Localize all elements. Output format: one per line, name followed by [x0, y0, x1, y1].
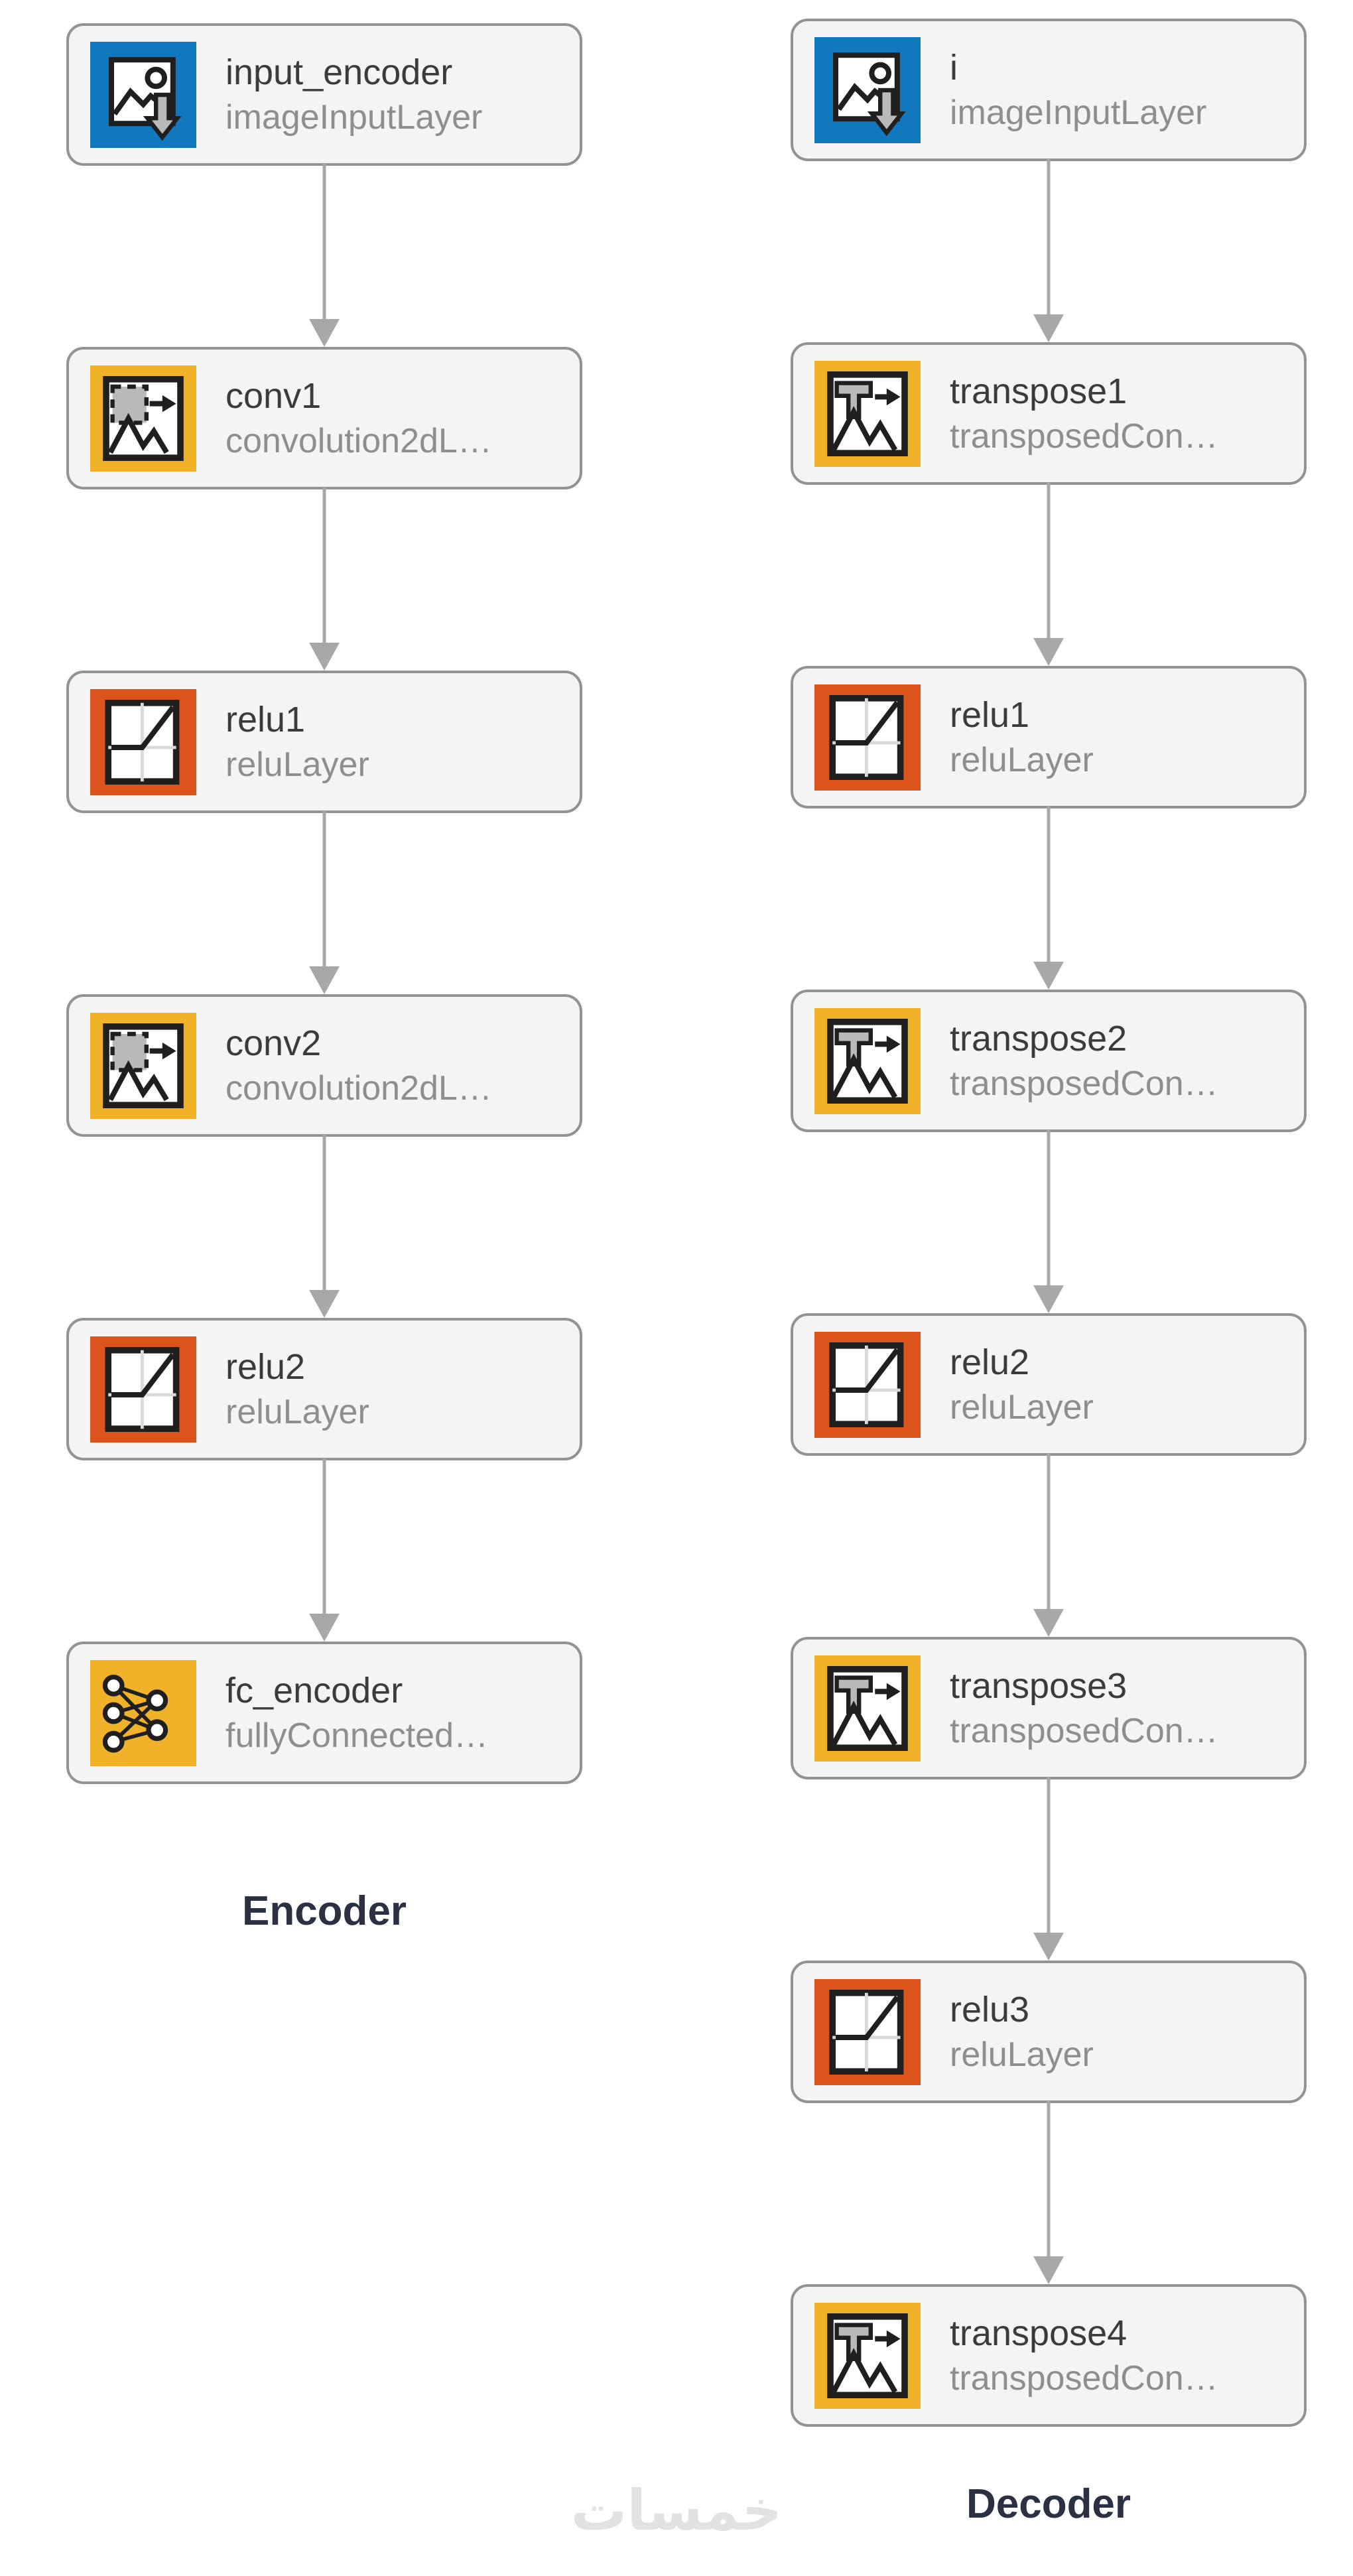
relu-icon — [90, 688, 196, 796]
layer-texts: transpose2 transposedCon… — [950, 1015, 1232, 1107]
connector-arrow — [309, 811, 340, 994]
layer-node-encoder-conv2[interactable]: conv2 convolution2dL… — [66, 994, 582, 1137]
layer-type: reluLayer — [226, 1392, 369, 1431]
transposed-convolution-icon — [814, 1007, 921, 1115]
layer-type: fullyConnected… — [226, 1716, 488, 1755]
layer-type: transposedCon… — [950, 1711, 1218, 1750]
layer-texts: transpose3 transposedCon… — [950, 1663, 1232, 1754]
image-input-icon — [814, 36, 921, 144]
layer-texts: transpose1 transposedCon… — [950, 368, 1232, 460]
layer-node-encoder-relu2[interactable]: relu2 reluLayer — [66, 1318, 582, 1460]
connector-arrow — [309, 164, 340, 347]
layer-name: input_encoder — [226, 52, 453, 92]
layer-node-decoder-relu1[interactable]: relu1 reluLayer — [791, 666, 1307, 808]
encoder-label: Encoder — [241, 1888, 407, 1934]
layer-type: convolution2dL… — [226, 421, 492, 460]
decoder-label: Decoder — [966, 2481, 1131, 2527]
layer-node-encoder-conv1[interactable]: conv1 convolution2dL… — [66, 347, 582, 489]
connector-arrow — [1033, 159, 1064, 342]
layer-name: transpose1 — [950, 371, 1128, 411]
connector-arrow — [1033, 1130, 1064, 1313]
layer-name: relu2 — [226, 1346, 306, 1387]
layer-node-decoder-transpose3[interactable]: transpose3 transposedCon… — [791, 1637, 1307, 1779]
image-input-icon — [90, 41, 196, 149]
layer-texts: transpose4 transposedCon… — [950, 2310, 1232, 2402]
layer-node-decoder-transpose4[interactable]: transpose4 transposedCon… — [791, 2284, 1307, 2427]
layer-texts: i imageInputLayer — [950, 44, 1220, 136]
layer-name: conv2 — [226, 1023, 322, 1063]
connector-arrow — [309, 1458, 340, 1642]
layer-texts: fc_encoder fullyConnected… — [226, 1667, 501, 1759]
layer-type: reluLayer — [950, 740, 1094, 779]
layer-texts: relu2 reluLayer — [226, 1344, 383, 1435]
transposed-convolution-icon — [814, 2302, 921, 2410]
connector-arrow — [1033, 806, 1064, 990]
layer-node-encoder-input_encoder[interactable]: input_encoder imageInputLayer — [66, 23, 582, 166]
layer-type: reluLayer — [226, 745, 369, 784]
layer-type: transposedCon… — [950, 1064, 1218, 1103]
layer-node-encoder-relu1[interactable]: relu1 reluLayer — [66, 671, 582, 813]
convolution2d-icon — [90, 1012, 196, 1120]
layer-node-decoder-transpose1[interactable]: transpose1 transposedCon… — [791, 342, 1307, 485]
layer-name: transpose4 — [950, 2313, 1128, 2353]
layer-texts: conv2 convolution2dL… — [226, 1020, 505, 1112]
fully-connected-icon — [90, 1659, 196, 1767]
layer-name: transpose3 — [950, 1665, 1128, 1706]
connector-arrow — [309, 1135, 340, 1318]
layer-name: i — [950, 47, 958, 88]
layer-type: reluLayer — [950, 2035, 1094, 2074]
layer-name: relu3 — [950, 1989, 1030, 2029]
connector-arrow — [309, 487, 340, 671]
transposed-convolution-icon — [814, 1655, 921, 1762]
layer-node-decoder-transpose2[interactable]: transpose2 transposedCon… — [791, 990, 1307, 1132]
relu-icon — [814, 1978, 921, 2086]
relu-icon — [90, 1336, 196, 1443]
layer-name: fc_encoder — [226, 1670, 403, 1710]
layer-name: transpose2 — [950, 1018, 1128, 1059]
layer-name: relu2 — [950, 1342, 1030, 1382]
layer-name: relu1 — [950, 694, 1030, 735]
layer-texts: input_encoder imageInputLayer — [226, 49, 495, 141]
layer-type: convolution2dL… — [226, 1068, 492, 1108]
layer-type: transposedCon… — [950, 2358, 1218, 2398]
layer-node-decoder-i[interactable]: i imageInputLayer — [791, 19, 1307, 161]
relu-icon — [814, 684, 921, 791]
connector-arrow — [1033, 2101, 1064, 2284]
layer-type: imageInputLayer — [226, 97, 483, 137]
layer-type: imageInputLayer — [950, 93, 1207, 132]
connector-arrow — [1033, 483, 1064, 666]
layer-texts: relu2 reluLayer — [950, 1339, 1107, 1431]
transposed-convolution-icon — [814, 360, 921, 468]
convolution2d-icon — [90, 365, 196, 472]
layer-type: transposedCon… — [950, 417, 1218, 456]
connector-arrow — [1033, 1777, 1064, 1961]
layer-name: conv1 — [226, 375, 322, 416]
layer-texts: conv1 convolution2dL… — [226, 373, 505, 464]
layer-node-decoder-relu2[interactable]: relu2 reluLayer — [791, 1313, 1307, 1456]
layer-texts: relu3 reluLayer — [950, 1986, 1107, 2078]
layer-texts: relu1 reluLayer — [950, 692, 1107, 783]
connector-arrow — [1033, 1454, 1064, 1637]
relu-icon — [814, 1331, 921, 1439]
layer-type: reluLayer — [950, 1387, 1094, 1427]
layer-name: relu1 — [226, 699, 306, 740]
layer-node-decoder-relu3[interactable]: relu3 reluLayer — [791, 1961, 1307, 2103]
layer-texts: relu1 reluLayer — [226, 696, 383, 788]
layer-node-encoder-fc_encoder[interactable]: fc_encoder fullyConnected… — [66, 1642, 582, 1784]
watermark: خمسات — [570, 2478, 783, 2543]
